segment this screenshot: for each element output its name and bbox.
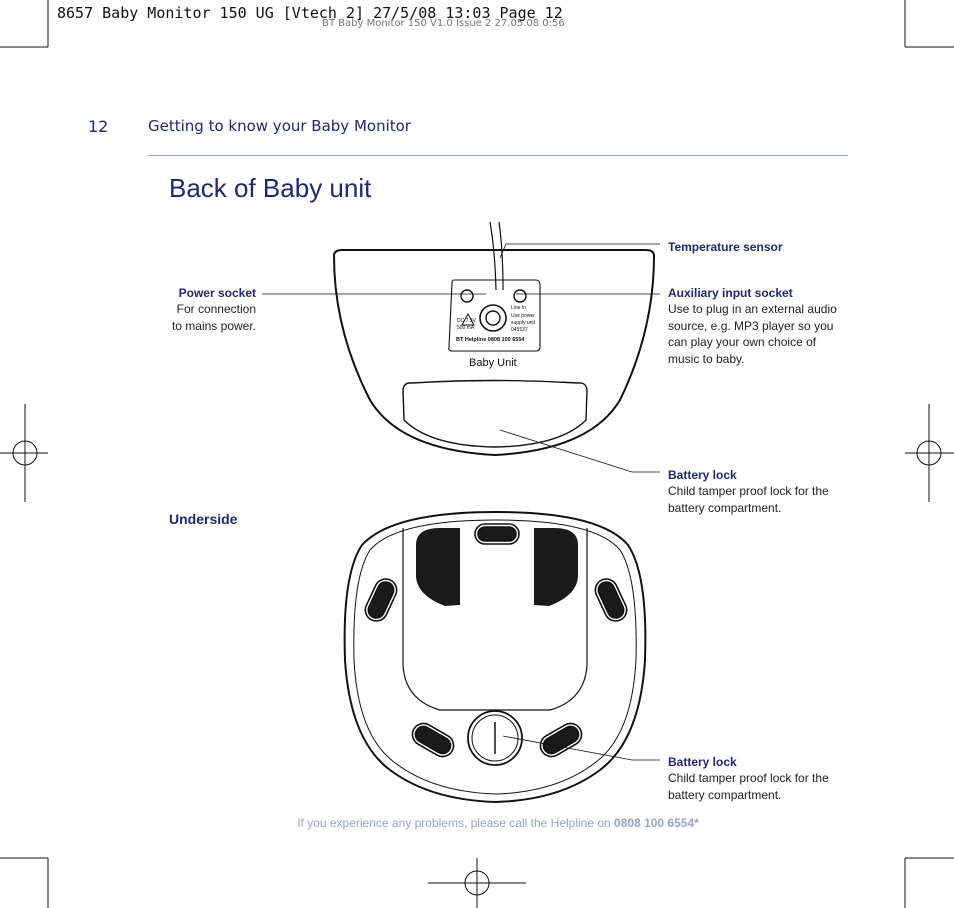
underside-heading: Underside [169, 511, 238, 527]
use-power-label: Use power [511, 313, 535, 319]
battery-lock-back-label: Battery lock [668, 468, 737, 482]
rubber-foot-right-pad [534, 528, 578, 606]
footer-phone: 0808 100 6554* [614, 816, 699, 830]
warning-triangle-icon [461, 312, 475, 326]
supply-unit-label: supply unit [511, 320, 535, 326]
section-title: Getting to know your Baby Monitor [148, 117, 411, 135]
battery-lock-back-callout: Battery lock Child tamper proof lock for… [668, 467, 868, 516]
power-socket-desc-2: to mains power. [171, 318, 256, 333]
line-in-label: Line In [511, 305, 527, 311]
header-rule [148, 155, 848, 156]
power-socket-label: Power socket [178, 286, 256, 300]
leader-temperature-sensor [499, 243, 660, 259]
page-number: 12 [88, 117, 109, 136]
print-slug-back: BT Baby Monitor 150 V1.0 Issue 2 27.05.0… [322, 18, 565, 29]
auxiliary-input-desc-3: can play your own choice of [668, 335, 817, 349]
baby-unit-body [332, 249, 656, 457]
battery-lid [402, 379, 588, 448]
battery-lock-underside-label: Battery lock [668, 755, 737, 769]
auxiliary-input-desc-1: Use to plug in an external audio [668, 302, 837, 316]
power-socket-desc-1: For connection [176, 302, 256, 316]
auxiliary-input-desc-4: music to baby. [668, 351, 745, 366]
battery-lock-back-desc-2: battery compartment. [668, 500, 782, 515]
temperature-sensor-label: Temperature sensor [668, 240, 783, 254]
leader-battery-lock-underside [502, 735, 660, 761]
registration-mark-left [0, 404, 48, 502]
battery-lock-underside-callout: Battery lock Child tamper proof lock for… [668, 754, 868, 803]
page-title: Back of Baby unit [169, 173, 372, 203]
baby-unit-label: Baby Unit [469, 357, 517, 369]
print-slug: 8657 Baby Monitor 150 UG [Vtech 2] 27/5/… [57, 4, 563, 22]
dc-rating-label: DC 7.5V [457, 318, 476, 324]
led-indicator-right [513, 289, 527, 303]
helpline-label: BT Helpline 0808 100 6554 [456, 337, 525, 343]
battery-compartment-outline [402, 528, 588, 711]
registration-mark-right [905, 404, 954, 502]
battery-lock-underside-desc-2: battery compartment. [668, 787, 782, 802]
auxiliary-input-desc-2: source, e.g. MP3 player so you [668, 318, 834, 333]
ma-rating-label: 500 mA [457, 325, 475, 331]
part-number-label: 045537 [511, 327, 528, 333]
auxiliary-input-socket [479, 304, 507, 332]
underside-outer-shell [343, 510, 647, 804]
registration-mark-bottom [428, 858, 526, 908]
temperature-sensor-cable [489, 221, 497, 291]
battery-lock-underside-desc-1: Child tamper proof lock for the [668, 771, 829, 785]
footer-text: If you experience any problems, please c… [297, 816, 615, 830]
led-indicator-left [460, 289, 474, 303]
auxiliary-input-callout: Auxiliary input socket Use to plug in an… [668, 285, 868, 367]
rubber-foot-left-pad [416, 528, 460, 606]
auxiliary-input-label: Auxiliary input socket [668, 286, 793, 300]
leader-battery-lock-back [499, 429, 660, 473]
power-socket-callout: Power socket For connection to mains pow… [120, 285, 256, 334]
rating-label-panel [448, 279, 541, 352]
footer-helpline: If you experience any problems, please c… [21, 816, 954, 830]
battery-lock-back-desc-1: Child tamper proof lock for the [668, 484, 829, 498]
